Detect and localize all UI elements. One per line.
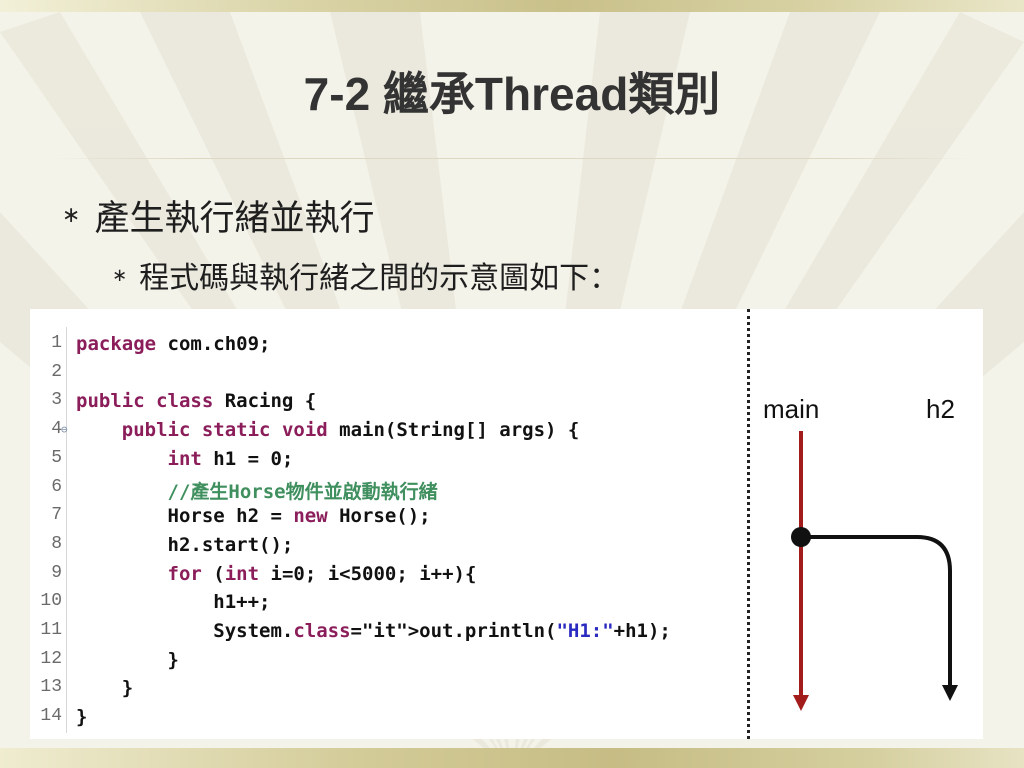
code-text: System.class="it">out.println("H1:"+h1); <box>76 620 671 642</box>
line-number: 10 <box>40 591 62 612</box>
code-line: 4⊖ public static void main(String[] args… <box>30 419 745 448</box>
code-line: 2 <box>30 362 745 391</box>
bullet-level2: ∗ 程式碼與執行緒之間的示意圖如下： <box>112 253 619 297</box>
code-line: 3 public class Racing { <box>30 390 745 419</box>
code-thread-figure: 1 package com.ch09; 2 3 public class Racing … <box>30 309 983 739</box>
code-text: h1++; <box>76 591 271 614</box>
code-line: 7 Horse h2 = new Horse(); <box>30 505 745 534</box>
bullet-level2-text: 程式碼與執行緒之間的示意圖如下： <box>139 261 620 296</box>
slide-title: 7-2 繼承Thread類別 <box>303 68 721 120</box>
line-number: 7 <box>51 505 62 526</box>
title-divider <box>50 158 974 159</box>
main-thread-label: main <box>763 394 820 424</box>
bullet-asterisk-icon: ∗ <box>62 203 81 228</box>
code-text: h2.start(); <box>76 533 294 556</box>
line-number: 9 <box>51 562 62 583</box>
code-line: 13 } <box>30 677 745 706</box>
code-line: 10 h1++; <box>30 591 745 620</box>
code-text: } <box>76 706 88 729</box>
line-number: 12 <box>40 648 62 669</box>
line-number: 13 <box>40 677 62 698</box>
bullet-level1: ∗ 產生執行緒並執行 <box>62 190 374 241</box>
h2-thread-arrowhead <box>942 685 958 701</box>
code-text: public static void main(String[] args) { <box>121 419 580 442</box>
bottom-decorative-band <box>0 748 1024 768</box>
h2-thread-path <box>801 535 952 687</box>
dotted-separator <box>747 309 750 739</box>
thread-fork-point <box>791 527 811 547</box>
code-text: } <box>76 677 134 700</box>
code-line: 11 System.class="it">out.println("H1:"+h… <box>30 620 745 649</box>
code-line: 12 } <box>30 649 745 678</box>
code-text: for (int i=0; i<5000; i++){ <box>167 562 477 585</box>
line-number: 4 <box>51 419 62 440</box>
line-number: 5 <box>51 447 62 468</box>
code-line: 9 for (int i=0; i<5000; i++){ <box>30 563 745 592</box>
line-number: 3 <box>51 390 62 411</box>
code-editor-panel: 1 package com.ch09; 2 3 public class Racing … <box>30 309 745 739</box>
line-number: 6 <box>51 476 62 497</box>
line-number: 11 <box>40 620 62 640</box>
code-text: Horse h2 = new Horse(); <box>76 505 431 528</box>
line-number-gutter-divider <box>66 327 67 733</box>
thread-diagram-svg <box>791 431 958 711</box>
fold-toggle-icon[interactable]: ⊖ <box>61 423 68 437</box>
line-number: 14 <box>40 706 62 727</box>
bullet-level1-text: 產生執行緒並執行 <box>94 199 375 239</box>
top-decorative-band <box>0 0 1024 12</box>
code-line: 8 h2.start(); <box>30 534 745 563</box>
code-text: //產生Horse物件並啟動執行緒 <box>167 480 438 503</box>
line-number: 1 <box>51 333 62 353</box>
main-thread-arrowhead <box>793 695 809 711</box>
code-line: 1 package com.ch09; <box>30 333 745 362</box>
code-line: 14} <box>30 706 745 735</box>
code-line: 5 int h1 = 0; <box>30 448 745 477</box>
line-number: 2 <box>51 361 62 382</box>
code-line: 6 //產生Horse物件並啟動執行緒 <box>30 477 745 506</box>
bullet-asterisk-icon: ∗ <box>112 264 128 286</box>
code-text: public class Racing { <box>76 390 317 413</box>
thread-diagram: main h2 <box>752 309 983 739</box>
h2-thread-label: h2 <box>926 394 955 424</box>
code-text: int h1 = 0; <box>167 447 294 470</box>
code-text: } <box>76 648 179 671</box>
line-number: 8 <box>51 533 62 554</box>
code-text: package com.ch09; <box>76 333 271 355</box>
